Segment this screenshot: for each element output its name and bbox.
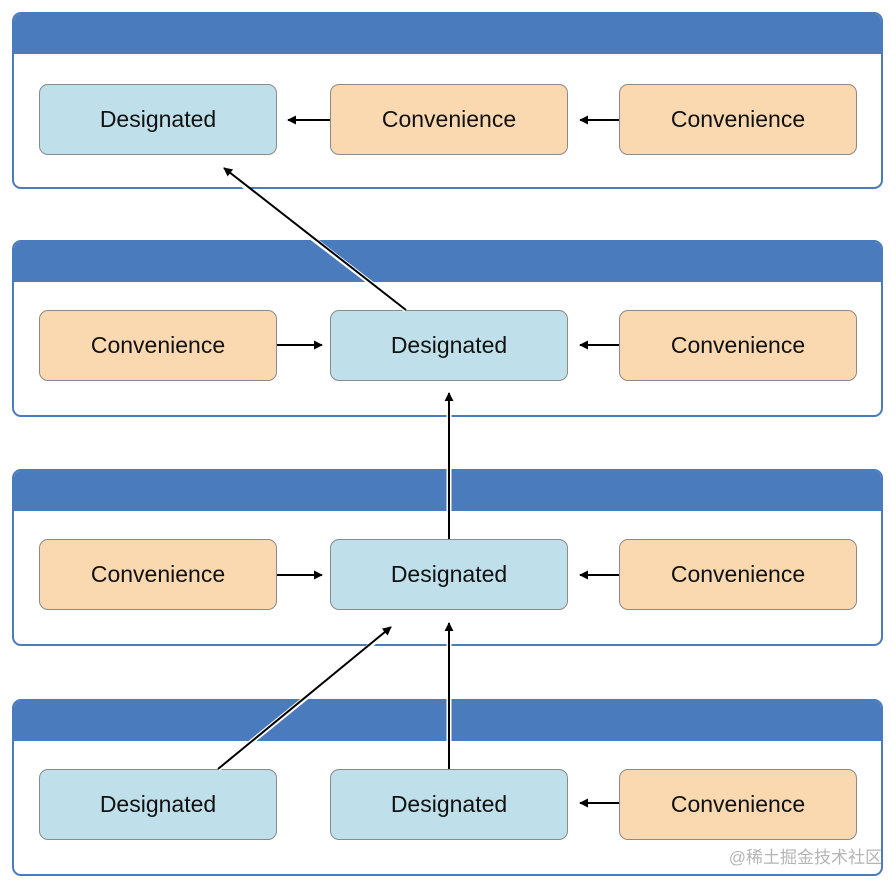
level-2-convenience-node-left: Convenience [39, 310, 277, 381]
node-label: Convenience [670, 106, 806, 132]
watermark-text: @稀土掘金技术社区 [728, 848, 882, 867]
node-label: Convenience [381, 106, 517, 132]
level-3-designated-node: Designated [330, 539, 568, 610]
node-label: Designated [99, 106, 217, 132]
level-4-designated-node-left: Designated [39, 769, 277, 840]
class-panel-2-header [14, 242, 881, 282]
level-1-convenience-node-right: Convenience [619, 84, 857, 155]
class-panel-3-header [14, 471, 881, 511]
node-label: Convenience [90, 561, 226, 587]
node-label: Convenience [670, 332, 806, 358]
class-panel-1-header [14, 14, 881, 54]
level-1-designated-node: Designated [39, 84, 277, 155]
node-label: Designated [390, 791, 508, 817]
level-4-designated-node-middle: Designated [330, 769, 568, 840]
class-panel-4-header [14, 701, 881, 741]
level-1-convenience-node-middle: Convenience [330, 84, 568, 155]
level-4-convenience-node-right: Convenience [619, 769, 857, 840]
level-2-convenience-node-right: Convenience [619, 310, 857, 381]
node-label: Convenience [670, 791, 806, 817]
node-label: Designated [99, 791, 217, 817]
node-label: Convenience [670, 561, 806, 587]
node-label: Designated [390, 332, 508, 358]
level-2-designated-node: Designated [330, 310, 568, 381]
node-label: Convenience [90, 332, 226, 358]
level-3-convenience-node-left: Convenience [39, 539, 277, 610]
level-3-convenience-node-right: Convenience [619, 539, 857, 610]
node-label: Designated [390, 561, 508, 587]
